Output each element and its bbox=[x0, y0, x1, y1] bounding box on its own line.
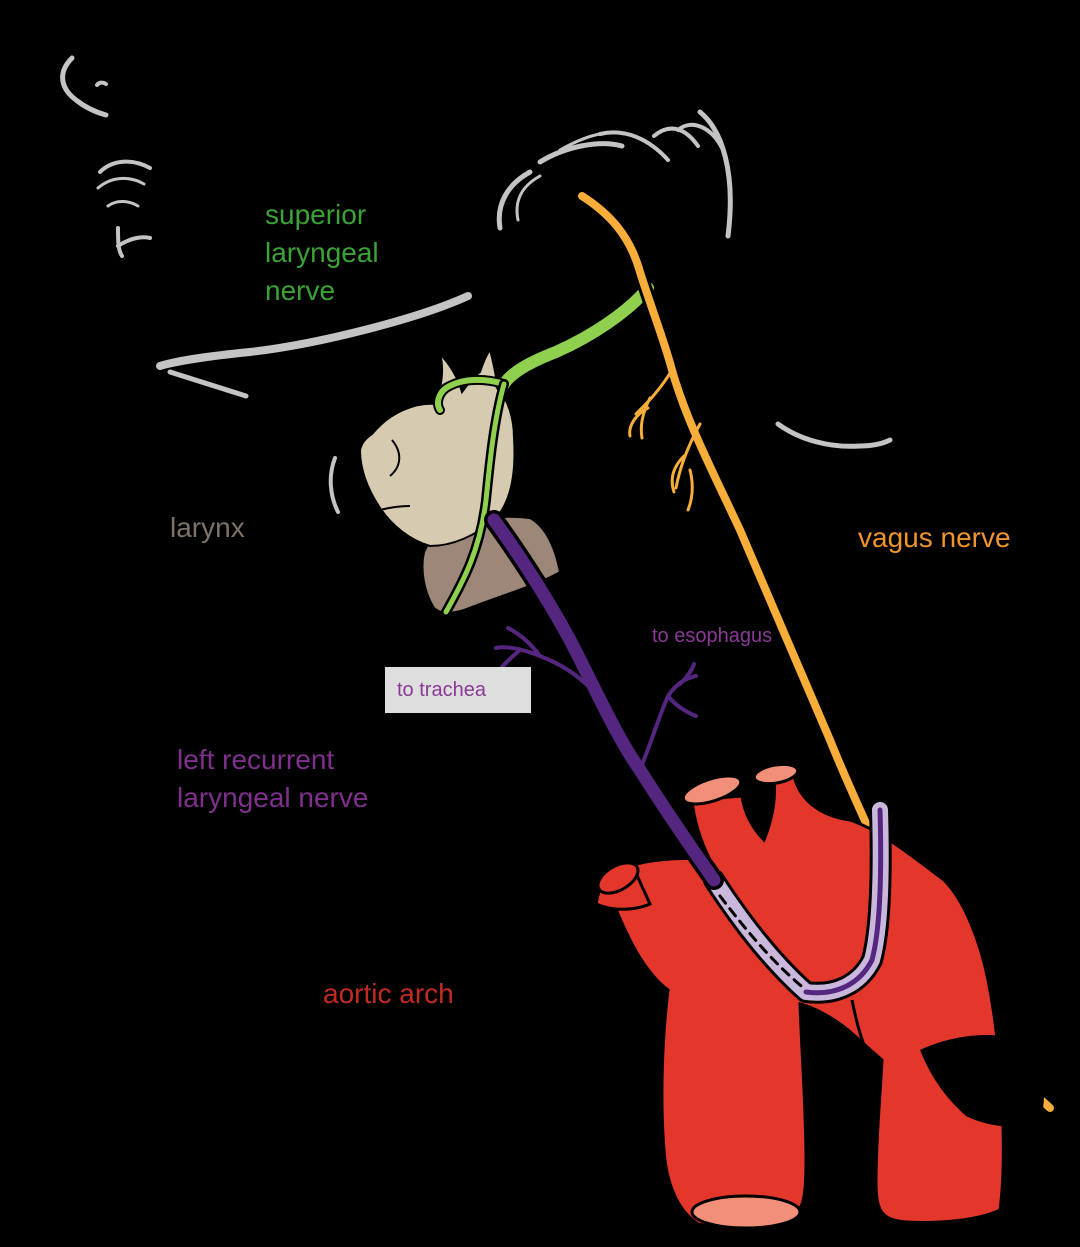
left-recurrent-laryngeal-nerve bbox=[484, 510, 892, 1004]
label-left-recurrent-laryngeal-nerve: left recurrent laryngeal nerve bbox=[177, 741, 368, 817]
label-larynx: larynx bbox=[170, 512, 245, 543]
label-superior-laryngeal-nerve: superior laryngeal nerve bbox=[265, 196, 379, 310]
aorta-cut-end bbox=[681, 774, 743, 806]
aorta-cut-end bbox=[752, 762, 800, 786]
aorta-cut-end bbox=[596, 861, 640, 895]
aorta-cut-end bbox=[690, 1194, 802, 1230]
head-sketch-outline bbox=[60, 55, 893, 514]
branch-to-esophagus bbox=[638, 662, 698, 772]
superior-laryngeal-nerve bbox=[433, 279, 657, 617]
label-vagus-nerve: vagus nerve bbox=[858, 522, 1011, 553]
label-line: left recurrent bbox=[177, 744, 335, 775]
label-line: laryngeal nerve bbox=[177, 782, 369, 813]
label-line: nerve bbox=[265, 275, 336, 306]
label-to-trachea: to trachea bbox=[385, 667, 531, 713]
label-line: superior bbox=[265, 199, 367, 230]
aorta-cutout bbox=[920, 1035, 1044, 1127]
label-to-esophagus: to esophagus bbox=[652, 625, 773, 647]
label-line: laryngeal bbox=[265, 237, 379, 268]
label-aortic-arch: aortic arch bbox=[323, 978, 454, 1009]
